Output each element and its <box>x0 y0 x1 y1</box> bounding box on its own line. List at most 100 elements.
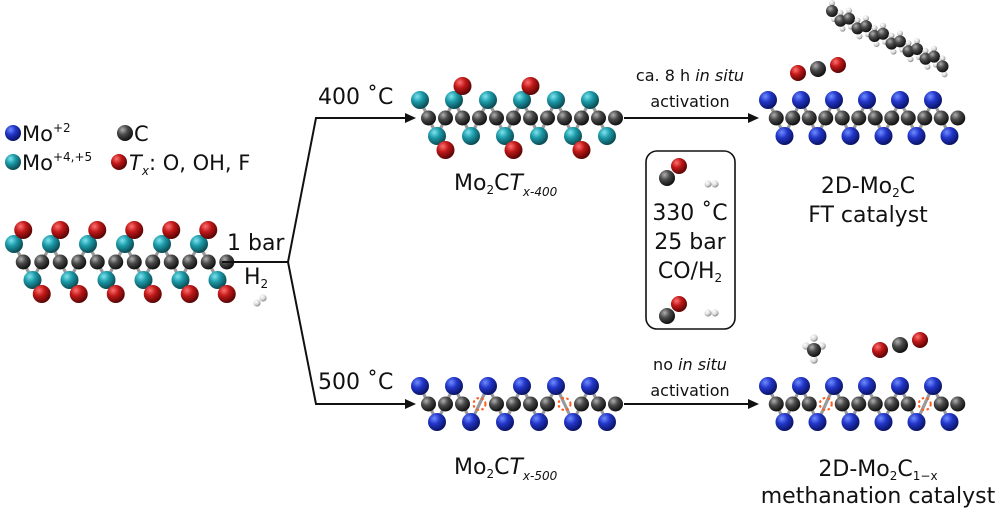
carbon-atom <box>900 396 916 412</box>
carbon-vacancy-icon <box>818 397 833 411</box>
activation-bottom-line1: no in situ <box>653 355 727 374</box>
termination-atom <box>572 141 591 159</box>
mo-atom <box>874 127 893 145</box>
mo-atom <box>97 271 116 289</box>
carbon-atom <box>826 5 838 17</box>
mo-atom <box>891 377 909 395</box>
carbon-atom <box>15 254 31 270</box>
mo-atom <box>825 91 843 109</box>
termination-atom <box>106 285 125 303</box>
mo-atom <box>924 377 942 395</box>
carbon-atom <box>89 254 105 270</box>
carbon-atom <box>933 396 949 412</box>
carbon-atom <box>455 396 470 412</box>
carbon-atom <box>591 110 606 126</box>
termination-atom <box>51 221 70 239</box>
carbon-vacancy-icon <box>557 397 572 411</box>
carbon-atom <box>591 396 606 412</box>
branch-down-arrowhead <box>405 399 416 409</box>
mo-atom <box>479 377 497 395</box>
mo-atom <box>547 91 565 109</box>
carbon-atom <box>52 254 68 270</box>
termination-atom <box>453 77 472 95</box>
carbon-atom <box>574 396 589 412</box>
carbon-atom <box>421 110 436 126</box>
mo-atom <box>564 127 582 145</box>
carbon-atom <box>540 396 555 412</box>
carbon-atom <box>894 35 906 48</box>
mo-atom <box>581 91 599 109</box>
carbon-atom <box>455 110 470 126</box>
carbon-atom <box>884 396 900 412</box>
mo-atom <box>411 91 429 109</box>
mo-atom <box>907 413 926 431</box>
h2-molecule-icon <box>704 309 719 317</box>
mo-atom <box>825 377 843 395</box>
carbon-vacancy-icon <box>917 397 932 411</box>
mo2-legend-label: Mo+2 <box>22 121 71 146</box>
hydrogen-atom <box>922 47 929 54</box>
termination-atom <box>32 285 51 303</box>
hydrogen-atom <box>863 15 869 22</box>
carbon-atom <box>911 43 923 55</box>
h2-molecule-icon <box>253 294 267 307</box>
termination-atom <box>436 141 455 159</box>
mo-atom <box>598 413 616 431</box>
branch-down-arrow <box>287 261 405 405</box>
carbon-atom <box>523 396 538 412</box>
carbon-atom <box>34 254 50 270</box>
hydrogen-atom <box>941 71 948 78</box>
mo-atom <box>60 271 79 289</box>
mo-atom <box>428 413 446 431</box>
mo-atom <box>462 127 480 145</box>
carbon-atom <box>506 396 521 412</box>
mo-atom <box>907 127 926 145</box>
carbon-atom <box>877 27 889 40</box>
mo-atom <box>808 127 827 145</box>
mo-atom <box>792 377 810 395</box>
mo-atom <box>134 271 153 289</box>
carbon-atom <box>145 254 161 270</box>
mo-atom <box>598 127 616 145</box>
mo-atom <box>42 235 60 253</box>
hydrogen-atom <box>914 38 920 44</box>
carbon-atom <box>950 110 966 126</box>
mo45-legend-label: Mo+4,+5 <box>22 150 92 175</box>
mo-atom <box>792 91 810 109</box>
reaction-pressure: 25 bar <box>654 230 726 255</box>
hydrogen-atom <box>905 40 912 47</box>
termination-atom <box>125 221 144 239</box>
temp-400-label: 400 ˚C <box>318 85 393 110</box>
carbon-atom <box>557 110 572 126</box>
methanation-catalyst-name: 2D-Mo2C1−x <box>818 457 937 483</box>
reaction-feed: CO/H2 <box>658 259 722 285</box>
carbon-atom <box>834 396 850 412</box>
carbon-atom <box>834 110 850 126</box>
activation-arrows <box>624 113 759 409</box>
mo-atom <box>841 127 860 145</box>
mo2ctx-parent-structure <box>5 221 236 303</box>
mo-atom <box>496 413 514 431</box>
mo-atom <box>759 91 777 109</box>
hydrogen-atom <box>888 32 895 39</box>
gas-label: H2 <box>244 265 268 291</box>
mo-atom <box>445 377 463 395</box>
mo-atom <box>445 91 463 109</box>
ft-catalyst-name: 2D-Mo2C <box>821 174 915 200</box>
mo-atom <box>808 413 827 431</box>
activation-bottom-arrowhead <box>748 399 759 409</box>
mo-atom <box>190 235 208 253</box>
branch-arrows <box>222 113 416 409</box>
mo-atom <box>924 91 942 109</box>
methanation-catalyst-role: methanation catalyst <box>761 484 996 509</box>
carbon-atom <box>489 396 504 412</box>
termination-legend-label: Tx: O, OH, F <box>129 151 250 178</box>
temp-500-label: 500 ˚C <box>318 370 393 395</box>
carbon-atom <box>608 110 623 126</box>
carbon-atom <box>950 396 966 412</box>
hydrogen-atom <box>871 25 878 31</box>
termination-atom <box>217 285 236 303</box>
carbon-atom <box>421 396 436 412</box>
carbon-atom <box>860 20 872 33</box>
carbon-atom <box>108 254 124 270</box>
